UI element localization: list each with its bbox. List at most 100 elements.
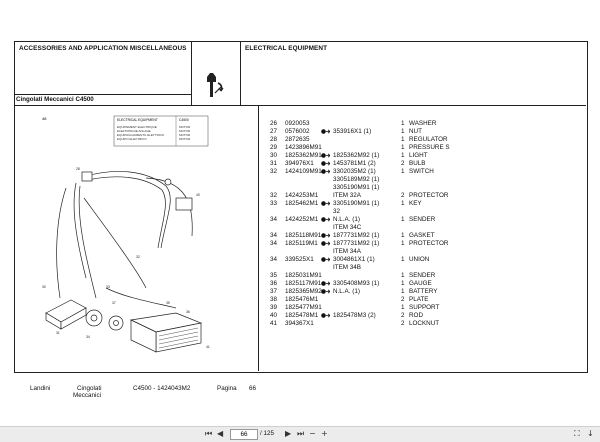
part-number: 1424109M91 [285, 168, 322, 175]
description: SWITCH [409, 168, 434, 175]
replacement-part: 3305190M91 (1) [333, 200, 380, 207]
legend-title: ELECTRICAL EQUIPMENT [117, 118, 158, 122]
ref-number: 29 [270, 144, 278, 151]
ref-number: 32 [270, 192, 278, 199]
replacement-part: 3305190M91 (1) [333, 184, 380, 191]
description: SENDER [409, 272, 436, 279]
replacement-part: 1877731M92 (1) [333, 232, 380, 239]
ref-number: 34 [270, 216, 278, 223]
replacement-part: 3305408M93 (1) [333, 280, 380, 287]
legend-line: MOTOR [179, 129, 191, 133]
description: BULB [409, 160, 426, 167]
replacement-part: 3305189M92 (1) [333, 176, 380, 183]
svg-text:33: 33 [106, 285, 110, 289]
description: GAUGE [409, 280, 432, 287]
description: UNION [409, 256, 430, 263]
part-number: 0576002 [285, 128, 310, 135]
section-title: ACCESSORIES AND APPLICATION MISCELLANEOU… [19, 45, 187, 52]
description: BATTERY [409, 288, 438, 295]
model-bar: Cingolati Meccanici C4500 [14, 94, 191, 106]
quantity: 1 [401, 256, 405, 263]
ref-number: 40 [270, 312, 278, 319]
supersede-icon [321, 160, 330, 168]
svg-text:37: 37 [112, 301, 116, 305]
svg-text:31: 31 [56, 331, 60, 335]
description: PRESSURE S [409, 144, 450, 151]
ref-number: 37 [270, 288, 278, 295]
zoom-out-icon[interactable]: − [309, 429, 316, 438]
ref-number: 41 [270, 320, 278, 327]
quantity: 2 [401, 312, 405, 319]
part-number: 1424253M1 [285, 192, 319, 199]
quantity: 1 [401, 128, 405, 135]
description: REGULATOR [409, 136, 448, 143]
legend-line: MOTOR [179, 133, 191, 137]
footer-brand: Landini [30, 385, 51, 392]
supersede-icon [321, 240, 330, 248]
description: ROD [409, 312, 423, 319]
quantity: 2 [401, 320, 405, 327]
viewer-toolbar: ⏮ ◀ / 125 ▶ ⏭ − + ⛶ ↓ [0, 426, 600, 442]
part-number: 2872635 [285, 136, 310, 143]
svg-text:32: 32 [136, 255, 140, 259]
replacement-part: 1825478M3 (2) [333, 312, 376, 319]
part-number: 1424252M1 [285, 216, 319, 223]
part-number: 1825118M91 [285, 232, 322, 239]
quantity: 2 [401, 296, 405, 303]
replacement-part: ITEM 34A [333, 248, 361, 255]
part-number: 1825365M92 [285, 288, 322, 295]
legend-line: EQUIPAGGIAMENTO ELETTRICO [117, 133, 165, 137]
part-number: 1825478M1 [285, 312, 319, 319]
part-number: 1825031M91 [285, 272, 322, 279]
quantity: 1 [401, 280, 405, 287]
ref-number: 26 [270, 120, 278, 127]
quantity: 2 [401, 192, 405, 199]
page-total: / 125 [260, 430, 275, 437]
replacement-part: 32 [333, 208, 341, 215]
description: PLATE [409, 296, 429, 303]
svg-text:28: 28 [76, 167, 80, 171]
part-number: 1825119M1 [285, 240, 318, 247]
svg-text:34: 34 [86, 335, 90, 339]
part-number: 394976X1 [285, 160, 314, 167]
replacement-part: ITEM 34B [333, 264, 361, 271]
supersede-icon [321, 232, 330, 240]
next-page-icon[interactable]: ▶ [285, 429, 292, 438]
replacement-part: 1453781M1 (2) [333, 160, 376, 167]
ref-number: 38 [270, 296, 278, 303]
supersede-icon [321, 312, 330, 320]
subsection-title: ELECTRICAL EQUIPMENT [245, 45, 328, 52]
quantity: 1 [401, 232, 405, 239]
quantity: 1 [401, 120, 405, 127]
download-icon[interactable]: ↓ [587, 429, 594, 438]
footer-series-line2: Meccanici [73, 392, 101, 399]
ref-number: 28 [270, 136, 278, 143]
supersede-icon [321, 168, 330, 176]
legend-title-right: C4500 [179, 118, 189, 122]
supersede-icon [321, 256, 330, 264]
replacement-part: 1825362M92 (1) [333, 152, 380, 159]
legend-line: MOTOR [179, 125, 191, 129]
first-page-icon[interactable]: ⏮ [205, 429, 213, 438]
page-frame [14, 41, 588, 373]
ref-number: 35 [270, 272, 278, 279]
part-number: 1825477M91 [285, 304, 322, 311]
description: LOCKNUT [409, 320, 440, 327]
footer-page-label: Pagina [217, 385, 237, 392]
svg-text:41: 41 [206, 345, 210, 349]
svg-text:35: 35 [166, 301, 170, 305]
ref-number: 34 [270, 256, 278, 263]
last-page-icon[interactable]: ⏭ [297, 429, 305, 438]
header-left-cell: ACCESSORIES AND APPLICATION MISCELLANEOU… [14, 41, 192, 106]
supersede-icon [321, 288, 330, 296]
description: PROTECTOR [409, 192, 449, 199]
quantity: 1 [401, 136, 405, 143]
description: PROTECTOR [409, 240, 449, 247]
ref-number: 34 [270, 232, 278, 239]
fit-page-icon[interactable]: ⛶ [574, 429, 580, 438]
zoom-in-icon[interactable]: + [321, 429, 328, 438]
prev-page-icon[interactable]: ◀ [217, 429, 224, 438]
description: SUPPORT [409, 304, 440, 311]
page-number-input[interactable] [230, 429, 258, 440]
ref-number: 39 [270, 304, 278, 311]
